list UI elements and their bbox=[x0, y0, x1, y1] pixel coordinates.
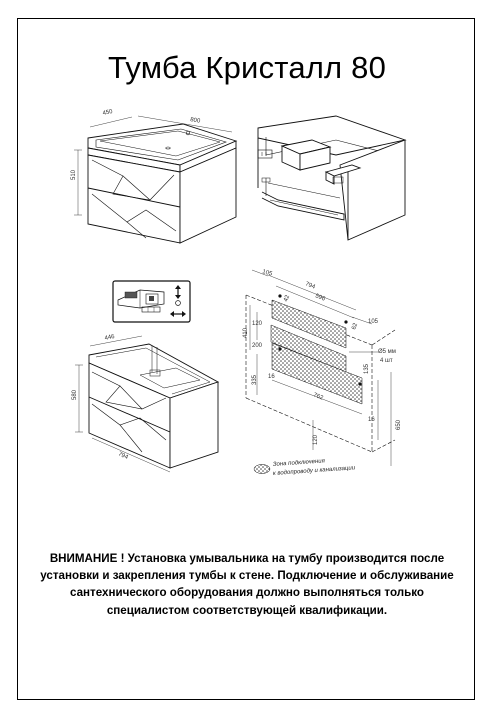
dim-offset-left: 105 bbox=[261, 269, 273, 278]
wall-mount-bracket-detail bbox=[112, 280, 191, 323]
drawing-3-dimensions: 446 794 580 bbox=[72, 334, 129, 461]
dim-410: 410 bbox=[243, 327, 249, 338]
page-title: Тумба Кристалл 80 bbox=[107, 50, 387, 85]
legend-line-1: Зона подключения bbox=[273, 458, 326, 468]
drawing-5-dimensions: 105 794 596 42 62 120 410 105 200 16 335… bbox=[243, 269, 402, 445]
dim-inner-width: 596 bbox=[314, 293, 326, 303]
dim-16-right: 16 bbox=[368, 417, 375, 423]
cabinet-with-basin-drawing bbox=[74, 115, 238, 244]
dim-135: 135 bbox=[364, 363, 370, 374]
dim-335: 335 bbox=[252, 374, 258, 385]
dim-120-top: 120 bbox=[252, 321, 263, 327]
dim-16-left: 16 bbox=[268, 374, 275, 380]
dim-42: 42 bbox=[283, 294, 291, 303]
dim-62: 62 bbox=[351, 322, 359, 331]
dim-762: 762 bbox=[312, 392, 324, 402]
hatch-swatch-icon bbox=[253, 464, 271, 474]
legend-line-2: к водопроводу и канализации bbox=[273, 465, 356, 477]
warning-notice: ВНИМАНИЕ ! Установка умывальника на тумб… bbox=[24, 550, 470, 619]
drawing-1-dimensions: 450 800 510 bbox=[71, 109, 201, 180]
dim-120-bottom: 120 bbox=[313, 434, 319, 445]
dim-width: 800 bbox=[190, 117, 202, 125]
hole-count: 4 шт bbox=[380, 358, 393, 364]
wall-connection-scheme bbox=[245, 269, 396, 466]
dim-height: 580 bbox=[72, 389, 78, 400]
drawer-interior-drawing bbox=[257, 115, 407, 241]
dim-depth: 446 bbox=[104, 334, 116, 342]
warning-line-2: установки и закрепления тумбы к стене. П… bbox=[40, 569, 454, 583]
dim-width: 794 bbox=[117, 451, 129, 461]
dim-650: 650 bbox=[396, 419, 402, 430]
dim-height: 510 bbox=[71, 169, 77, 180]
dim-depth: 450 bbox=[102, 109, 114, 117]
dim-200: 200 bbox=[252, 343, 263, 349]
warning-line-4: специалистом соответствующей квалификаци… bbox=[106, 603, 388, 617]
dim-wall-width: 794 bbox=[304, 281, 316, 291]
cabinet-drawing bbox=[75, 335, 220, 473]
page-border bbox=[17, 18, 475, 700]
hole-diameter: Ø5 мм bbox=[378, 349, 396, 355]
warning-line-3: сантехнического оборудования должно выпо… bbox=[70, 586, 424, 600]
dim-offset-right: 105 bbox=[368, 319, 379, 325]
connection-zone-legend: Зона подключения к водопроводу и канализ… bbox=[253, 458, 356, 477]
warning-line-1: ВНИМАНИЕ ! Установка умывальника на тумб… bbox=[49, 552, 445, 565]
